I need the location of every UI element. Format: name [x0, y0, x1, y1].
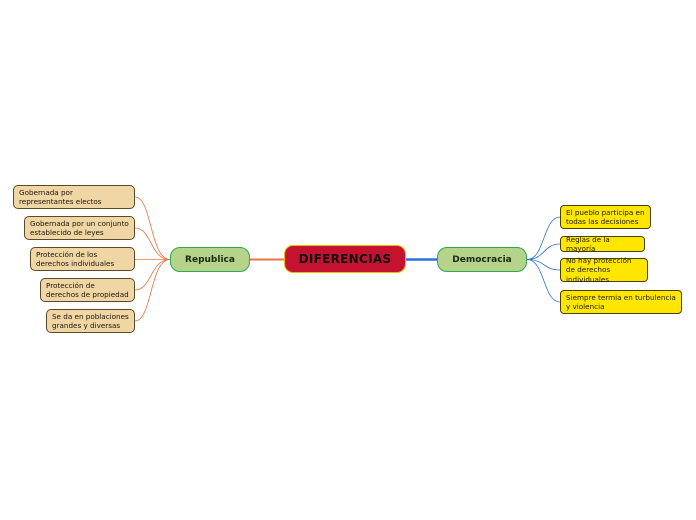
- connector-democracia-leaf-4: [526, 259, 561, 303]
- subtopic-republica-5[interactable]: Se da en poblaciones grandes y diversas: [46, 309, 135, 333]
- subtopic-republica-1[interactable]: Gobernada por representantes electos: [13, 185, 135, 209]
- subtopic-label: Siempre termia en turbulencia y violenci…: [566, 292, 676, 312]
- subtopic-label: Gobernada por representantes electos: [19, 187, 102, 207]
- subtopic-democracia-4[interactable]: Siempre termia en turbulencia y violenci…: [560, 290, 682, 314]
- connector-democracia-leaf-3: [526, 259, 561, 271]
- connector-democracia-leaf-1: [526, 216, 561, 260]
- subtopic-democracia-2[interactable]: Reglas de la mayoría: [560, 234, 645, 254]
- main-topic-label: Republica: [185, 254, 235, 265]
- subtopic-label: El pueblo participa en todas las decisio…: [566, 207, 645, 227]
- subtopic-republica-4[interactable]: Protección de derechos de propiedad: [40, 278, 135, 302]
- subtopic-label: Protección de derechos de propiedad: [46, 280, 129, 300]
- subtopic-label: Se da en poblaciones grandes y diversas: [52, 311, 129, 331]
- main-topic-republica[interactable]: Republica: [170, 247, 250, 272]
- subtopic-democracia-1[interactable]: El pueblo participa en todas las decisio…: [560, 205, 651, 229]
- connector-republica-leaf-1: [134, 196, 171, 260]
- subtopic-label: Reglas de la mayoría: [566, 234, 610, 254]
- subtopic-republica-2[interactable]: Gobernada por un conjunto establecido de…: [24, 216, 135, 240]
- main-topic-democracia[interactable]: Democracia: [437, 247, 527, 272]
- connector-republica-leaf-4: [134, 259, 171, 291]
- subtopic-democracia-3[interactable]: No hay protección de derechos individual…: [560, 255, 648, 284]
- subtopic-label: Protección de los derechos individuales: [36, 249, 115, 269]
- connector-republica-leaf-5: [134, 259, 171, 322]
- subtopic-republica-3[interactable]: Protección de los derechos individuales: [30, 247, 135, 271]
- main-topic-label: Democracia: [452, 254, 512, 265]
- connector-democracia-leaf-2: [526, 243, 561, 260]
- central-topic[interactable]: DIFERENCIAS: [284, 245, 406, 273]
- central-topic-label: DIFERENCIAS: [298, 252, 392, 266]
- subtopic-label: Gobernada por un conjunto establecido de…: [30, 218, 129, 238]
- connector-republica-leaf-2: [134, 227, 171, 260]
- subtopic-label: No hay protección de derechos individual…: [566, 255, 632, 284]
